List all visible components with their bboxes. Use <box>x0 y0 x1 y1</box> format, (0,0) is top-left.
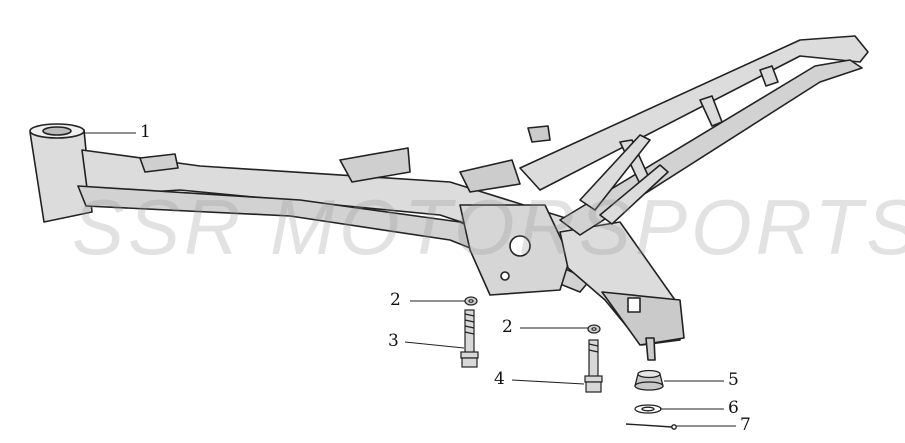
callout-4: 4 <box>494 369 505 389</box>
callout-2a: 2 <box>390 290 401 310</box>
callout-7: 7 <box>740 415 751 435</box>
leader-4 <box>511 379 585 385</box>
callout-6: 6 <box>728 398 739 418</box>
rear-rail-upper <box>519 35 869 191</box>
callout-5: 5 <box>728 370 739 390</box>
washer-6 <box>634 404 662 414</box>
bolt-3 <box>460 309 479 368</box>
bolt-4 <box>584 339 603 393</box>
callout-1: 1 <box>140 122 151 142</box>
nut-5 <box>634 369 664 391</box>
callout-3: 3 <box>388 331 399 351</box>
callout-2b: 2 <box>502 317 513 337</box>
leader-3 <box>404 341 465 349</box>
head-tube <box>29 129 93 223</box>
cotter-pin-7 <box>625 423 677 430</box>
spar-bracket <box>339 147 411 183</box>
